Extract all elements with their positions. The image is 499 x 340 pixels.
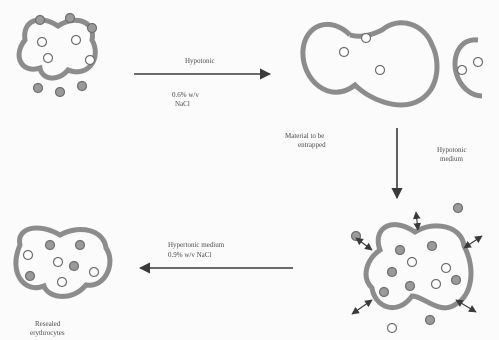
- drug-particle: [452, 276, 461, 285]
- step1-label-line1: Hypotonic: [185, 57, 215, 65]
- step3-label-line1: Hypertonic medium: [168, 241, 225, 249]
- cell-particle: [44, 54, 53, 63]
- drug-particle: [454, 204, 463, 213]
- step3-label-line2: 0.9% w/v NaCl: [168, 251, 211, 259]
- drug-particle: [88, 24, 97, 33]
- hypotonic-medium-line2: medium: [440, 155, 463, 163]
- cell-particle: [86, 56, 95, 65]
- resealed-label-line1: Resealed: [35, 320, 61, 328]
- material-label-line1: Material to be: [285, 132, 324, 140]
- drug-particle: [26, 272, 35, 281]
- drug-particle: [428, 242, 437, 251]
- cell-particle: [24, 251, 33, 260]
- drug-particle: [388, 268, 397, 277]
- step1-label-line2: 0.6% w/v: [172, 91, 199, 99]
- drug-particle: [36, 16, 45, 25]
- cell-particle: [72, 36, 81, 45]
- drug-particle: [34, 84, 43, 93]
- drug-particle: [46, 241, 55, 250]
- resealed-label-line2: erythrocytes: [30, 329, 65, 337]
- drug-particle: [380, 288, 389, 297]
- drug-particle: [406, 282, 415, 291]
- cell-particle: [474, 58, 483, 67]
- cell-particle: [376, 66, 385, 75]
- cell-particle: [458, 66, 467, 75]
- material-label-line2: entrapped: [298, 141, 326, 149]
- cell-particle: [54, 258, 63, 267]
- cell-particle: [442, 264, 451, 273]
- erythrocyte-resealed: [16, 228, 110, 296]
- cell-particle: [388, 324, 397, 333]
- drug-particle: [396, 246, 405, 255]
- cell-particle: [90, 268, 99, 277]
- drug-particle: [70, 262, 79, 271]
- erythrocyte-normal: [19, 14, 96, 97]
- drug-particle: [56, 88, 65, 97]
- hypotonic-medium-line1: Hypotonic: [437, 146, 467, 154]
- erythrocyte-swollen: [303, 23, 483, 105]
- drug-particle: [76, 241, 85, 250]
- drug-particle: [78, 82, 87, 91]
- cell-particle: [408, 258, 417, 267]
- cell-membrane: [19, 20, 95, 78]
- cell-particle: [340, 48, 349, 57]
- drug-particle: [426, 316, 435, 325]
- cell-particle: [38, 38, 47, 47]
- cell-particle: [362, 34, 371, 43]
- cell-particle: [432, 280, 441, 289]
- drug-particle: [352, 232, 361, 241]
- drug-particle: [66, 14, 75, 23]
- cell-particle: [58, 278, 67, 287]
- step1-label-line3: NaCl: [175, 100, 190, 108]
- erythrocyte-loaded: [352, 204, 483, 333]
